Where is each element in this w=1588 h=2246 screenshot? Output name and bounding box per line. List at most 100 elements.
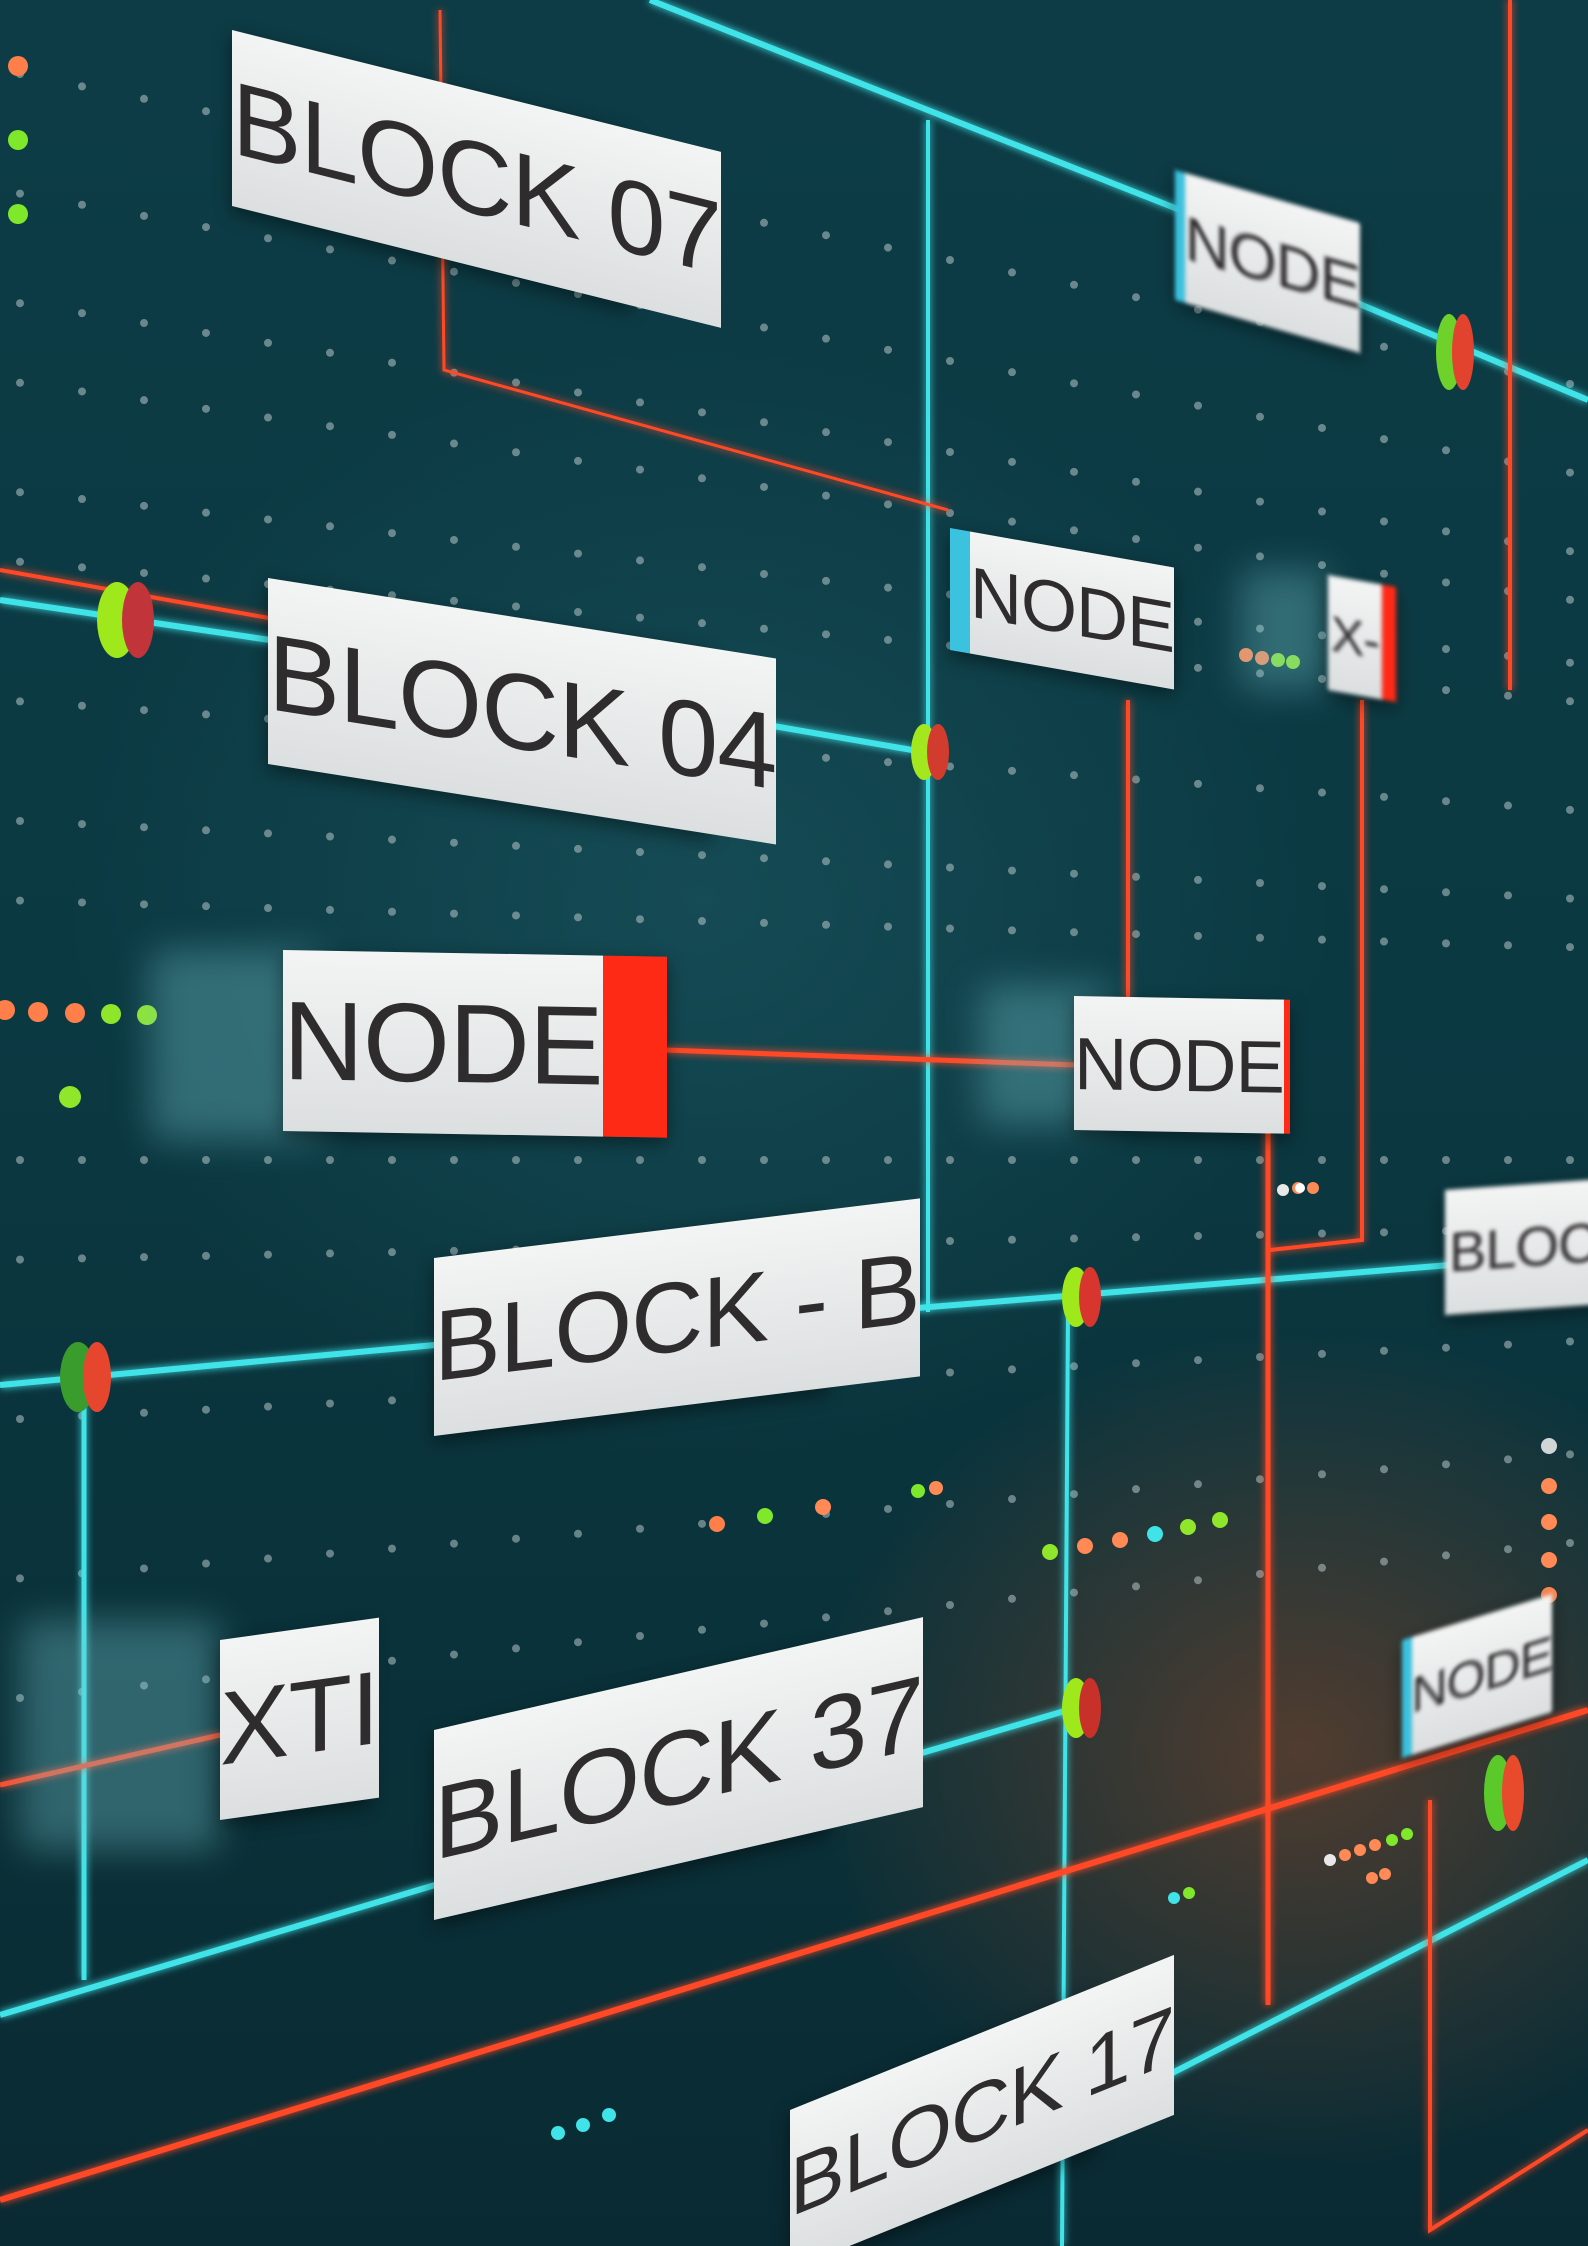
grid-dot (946, 256, 954, 264)
grid-dot (1194, 779, 1202, 788)
grid-dot (946, 1237, 954, 1245)
grid-dot (388, 1248, 396, 1257)
grid-dot (326, 1156, 334, 1164)
grid-dot (884, 500, 892, 509)
grid-dot (1132, 1156, 1140, 1164)
grid-dot (1070, 1362, 1078, 1371)
node-center-right-label: NODE (1074, 996, 1290, 1134)
grid-dot (264, 338, 272, 347)
grid-dot (636, 613, 644, 622)
grid-dot (78, 200, 86, 209)
grid-dot (946, 863, 954, 872)
grid-dot (1256, 784, 1264, 793)
grid-dot (1380, 792, 1388, 801)
grid-dot (1070, 1234, 1078, 1243)
grid-dot (1566, 894, 1574, 903)
grid-dot (326, 1399, 334, 1408)
grid-dot (946, 448, 954, 456)
grid-dot (822, 491, 830, 500)
grid-dot (574, 608, 582, 617)
grid-dot (264, 1250, 272, 1259)
grid-dot (512, 1534, 520, 1543)
grid-dot (450, 1246, 458, 1255)
grid-dot (16, 896, 24, 905)
grid-dot (1504, 1340, 1512, 1349)
grid-dot (698, 619, 706, 628)
grid-dot (822, 630, 830, 639)
grid-dot (1194, 1156, 1202, 1164)
grid-dot (264, 1554, 272, 1563)
grid-dot (1194, 617, 1202, 626)
grid-dot (1194, 543, 1202, 552)
indicator-dots (0, 56, 1557, 2140)
grid-dot (388, 1656, 396, 1665)
grid-dot (1256, 497, 1264, 506)
grid-dot (140, 1253, 148, 1262)
grid-dot (264, 1156, 272, 1164)
grid-dot (822, 857, 830, 866)
grid-dot (264, 1402, 272, 1411)
grid-dot (1256, 879, 1264, 887)
grid-dot (1504, 1156, 1512, 1164)
grid-dot (1318, 423, 1326, 432)
grid-dot (760, 570, 768, 579)
grid-dot (1318, 1349, 1326, 1358)
grid-dot (636, 465, 644, 474)
grid-dot (636, 1524, 644, 1533)
grid-dot (78, 82, 86, 91)
grid-dot (202, 1156, 210, 1164)
grid-dot (16, 557, 24, 566)
grid-dot (1008, 368, 1016, 377)
grid-dot (884, 1607, 892, 1616)
grid-dot (1380, 1346, 1388, 1355)
grid-dot (1442, 797, 1450, 806)
grid-dot (1194, 931, 1202, 940)
grid-dot (1380, 342, 1388, 351)
grid-dot (16, 189, 24, 198)
grid-dot (140, 900, 148, 909)
grid-dot (884, 438, 892, 447)
grid-dot (1132, 477, 1140, 486)
grid-dot (1008, 1495, 1016, 1504)
grid-dot (698, 917, 706, 926)
grid-dot (1132, 293, 1140, 302)
grid-dot (326, 832, 334, 841)
grid-dot (1008, 866, 1016, 875)
grid-dot (450, 267, 458, 276)
grid-dot (1566, 1450, 1574, 1459)
grid-dot (1318, 1470, 1326, 1479)
grid-dot (1380, 517, 1388, 526)
grid-dot (1380, 885, 1388, 894)
grid-dot (1318, 882, 1326, 891)
grid-dot (946, 1156, 954, 1164)
grid-dot (140, 823, 148, 832)
glow-top-right (1240, 570, 1330, 690)
grid-dot (1442, 578, 1450, 587)
grid-dot (1318, 631, 1326, 640)
grid-dot (1194, 663, 1202, 672)
grid-dot (202, 1405, 210, 1414)
grid-dot (78, 1254, 86, 1263)
grid-dot (202, 223, 210, 232)
grid-dot (1380, 1228, 1388, 1237)
grid-dot (1256, 1156, 1264, 1164)
grid-dot (512, 911, 520, 920)
grid-dot (946, 762, 954, 771)
grid-dot (760, 854, 768, 863)
grid-dot (1008, 517, 1016, 526)
grid-dot (1566, 1539, 1574, 1547)
node-mid-left-label: NODE (283, 950, 667, 1138)
grid-dot (78, 1156, 86, 1164)
grid-dot (512, 1156, 520, 1164)
grid-dot (946, 509, 954, 517)
grid-dot (1442, 888, 1450, 897)
grid-dot (264, 829, 272, 838)
grid-dot (140, 396, 148, 405)
grid-dot (1504, 801, 1512, 810)
grid-dot (884, 860, 892, 869)
grid-dot (1318, 935, 1326, 944)
grid-dot (946, 924, 954, 933)
grid-dot (140, 1408, 148, 1417)
grid-dot (1132, 775, 1140, 784)
grid-dot (760, 624, 768, 633)
